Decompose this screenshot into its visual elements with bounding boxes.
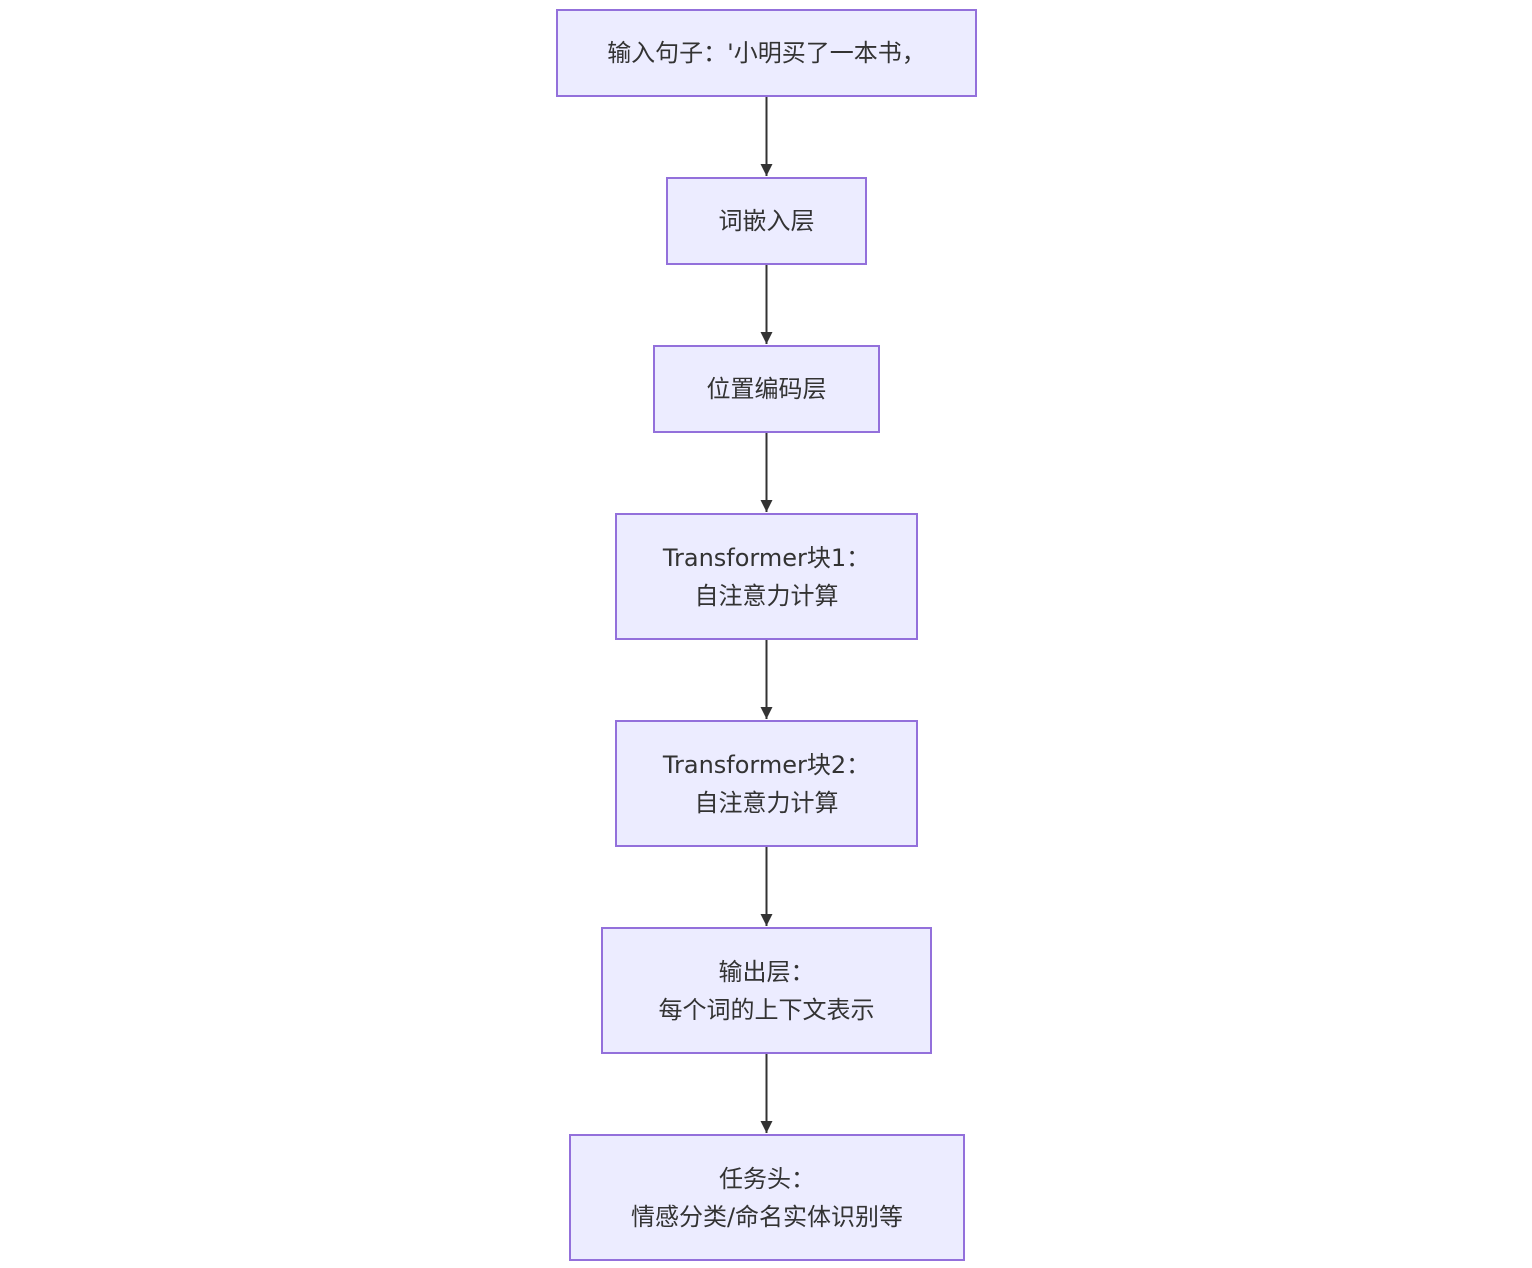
node-output-layer-line-2: 每个词的上下文表示 — [658, 995, 875, 1024]
node-output-layer-line-1: 输出层： — [718, 957, 815, 986]
node-output-layer: 输出层： 每个词的上下文表示 — [601, 927, 932, 1054]
node-task-head-line-2: 情感分类/命名实体识别等 — [630, 1202, 904, 1231]
node-transformer-block-1: Transformer块1： 自注意力计算 — [615, 513, 918, 640]
node-input-sentence: 输入句子：'小明买了一本书， — [556, 9, 977, 97]
node-word-embedding-line-1: 词嵌入层 — [718, 207, 815, 235]
node-transformer-block-2-line-1: Transformer块2： — [662, 750, 871, 779]
node-transformer-block-2: Transformer块2： 自注意力计算 — [615, 720, 918, 847]
node-transformer-block-2-line-2: 自注意力计算 — [694, 788, 839, 817]
node-positional-encoding-line-1: 位置编码层 — [706, 375, 827, 403]
node-positional-encoding: 位置编码层 — [653, 345, 880, 433]
node-task-head-line-1: 任务头： — [719, 1164, 815, 1193]
node-transformer-block-1-line-2: 自注意力计算 — [694, 581, 839, 610]
node-word-embedding: 词嵌入层 — [666, 177, 867, 265]
node-input-sentence-line-1: 输入句子：'小明买了一本书， — [607, 39, 926, 67]
node-transformer-block-1-line-1: Transformer块1： — [662, 543, 871, 572]
node-task-head: 任务头： 情感分类/命名实体识别等 — [569, 1134, 965, 1261]
